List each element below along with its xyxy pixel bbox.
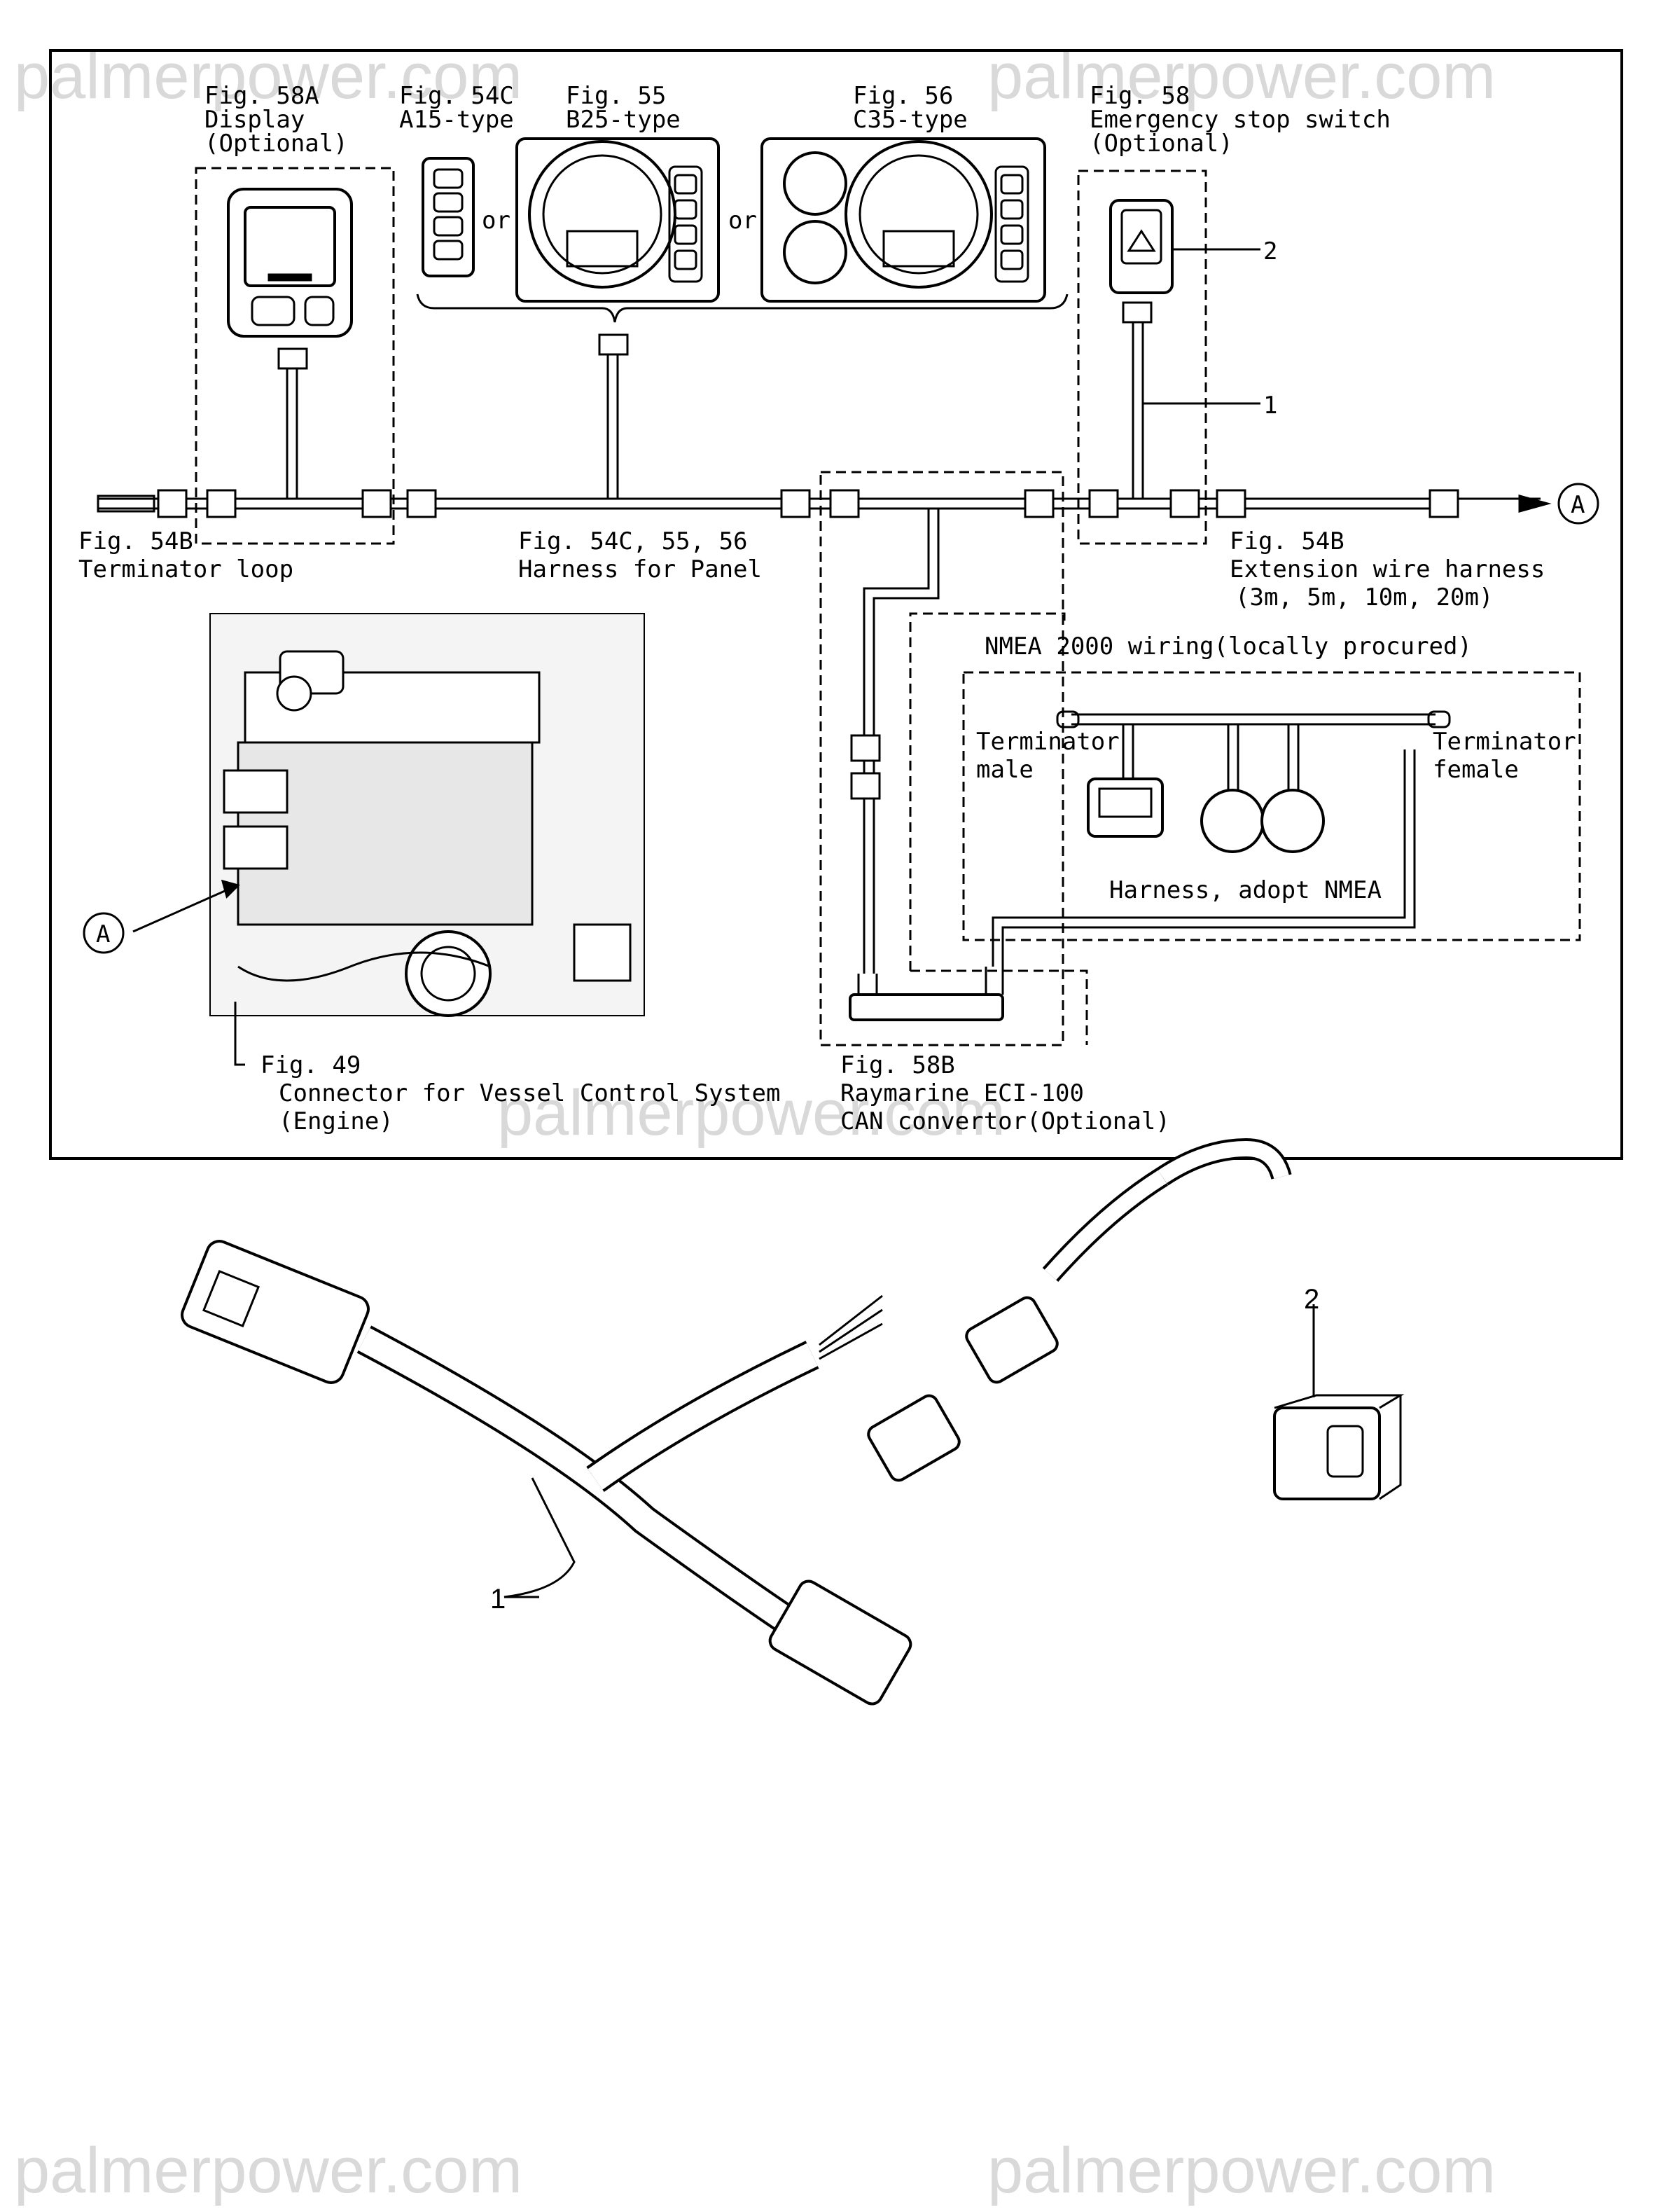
connector [1122,301,1153,324]
label-c35: C35-type [853,106,968,134]
label-estop: Emergency stop switch [1090,106,1391,134]
connector [1088,489,1119,518]
watermark: palmerpower.com [14,41,522,112]
label-or: or [482,207,510,235]
label-extension-harness: Extension wire harness [1230,555,1545,583]
c35-panel-icon [760,137,1046,303]
label-fig58b: Fig. 58B [840,1051,955,1079]
label-term-female-2: female [1433,756,1519,784]
b25-panel-icon [515,137,720,303]
connector [829,489,860,518]
callout-2: 2 [1263,237,1277,265]
label-fig58: Fig. 58 [1090,82,1190,110]
label-display: Display [204,106,305,134]
label-terminator-loop: Terminator loop [78,555,293,583]
label-a15: A15-type [399,106,514,134]
callout-1: 1 [1263,392,1277,420]
label-estop-optional: (Optional) [1090,130,1233,158]
label-extension-lengths: (3m, 5m, 10m, 20m) [1235,583,1493,611]
label-fig54c: Fig. 54C [399,82,514,110]
label-harness-panel: Harness for Panel [518,555,762,583]
label-fig54b: Fig. 54B [78,527,193,555]
watermark: palmerpower.com [987,2135,1496,2206]
label-fig58a: Fig. 58A [204,82,319,110]
nmea-group-box [962,671,1581,941]
watermark: palmerpower.com [987,41,1496,112]
callout-a-left: A [96,920,110,948]
diagram-frame [49,49,1623,1160]
display-device-icon [227,188,353,338]
connector [157,489,188,518]
label-fig54c-55-56: Fig. 54C, 55, 56 [518,527,748,555]
label-or: or [728,207,757,235]
label-term-male-2: male [976,756,1034,784]
connector [1429,489,1459,518]
eci-group-box [819,471,1064,1046]
connector [1024,489,1055,518]
callout-a-right: A [1571,491,1585,519]
label-optional: (Optional) [204,130,348,158]
label-term-female: Terminator [1433,728,1576,756]
connector [1169,489,1200,518]
watermark: palmerpower.com [14,2135,522,2206]
connector [850,772,881,800]
label-raymarine: Raymarine ECI-100 [840,1079,1084,1107]
connector [361,489,392,518]
label-b25: B25-type [566,106,681,134]
connector [598,333,629,356]
eci-inner-dashed [909,612,1088,1045]
label-fig56: Fig. 56 [853,82,953,110]
part-number-2: 2 [1304,1284,1319,1315]
part-number-1: 1 [490,1584,506,1615]
nmea-gauge-icon [1260,789,1325,853]
connector [206,489,237,518]
label-harness-nmea: Harness, adopt NMEA [1109,876,1382,904]
label-nmea-title: NMEA 2000 wiring(locally procured) [985,633,1472,661]
nmea-gauge-icon [1200,789,1265,853]
panel-bracket [416,293,1069,323]
eci-100-converter-icon [849,993,1004,1021]
label-fig49: Fig. 49 [260,1051,361,1079]
nmea-backbone [1071,713,1436,726]
wiring-harness-illustration [181,1138,1405,1706]
connector [1216,489,1246,518]
display-group-box [195,167,395,545]
estop-group-box [1077,170,1207,545]
watermark: palmerpower.com [497,1077,1006,1149]
connector [406,489,437,518]
connector [780,489,811,518]
label-vessel-connector: Connector for Vessel Control System [279,1079,780,1107]
label-fig54b-ext: Fig. 54B [1230,527,1344,555]
label-can-convertor: CAN convertor(Optional) [840,1107,1170,1135]
emergency-stop-switch-icon [1109,199,1174,294]
connector [277,347,308,370]
connector [850,734,881,762]
label-engine: (Engine) [279,1107,394,1135]
label-term-male: Terminator [976,728,1120,756]
label-fig55: Fig. 55 [566,82,666,110]
nmea-display-icon [1087,777,1164,838]
